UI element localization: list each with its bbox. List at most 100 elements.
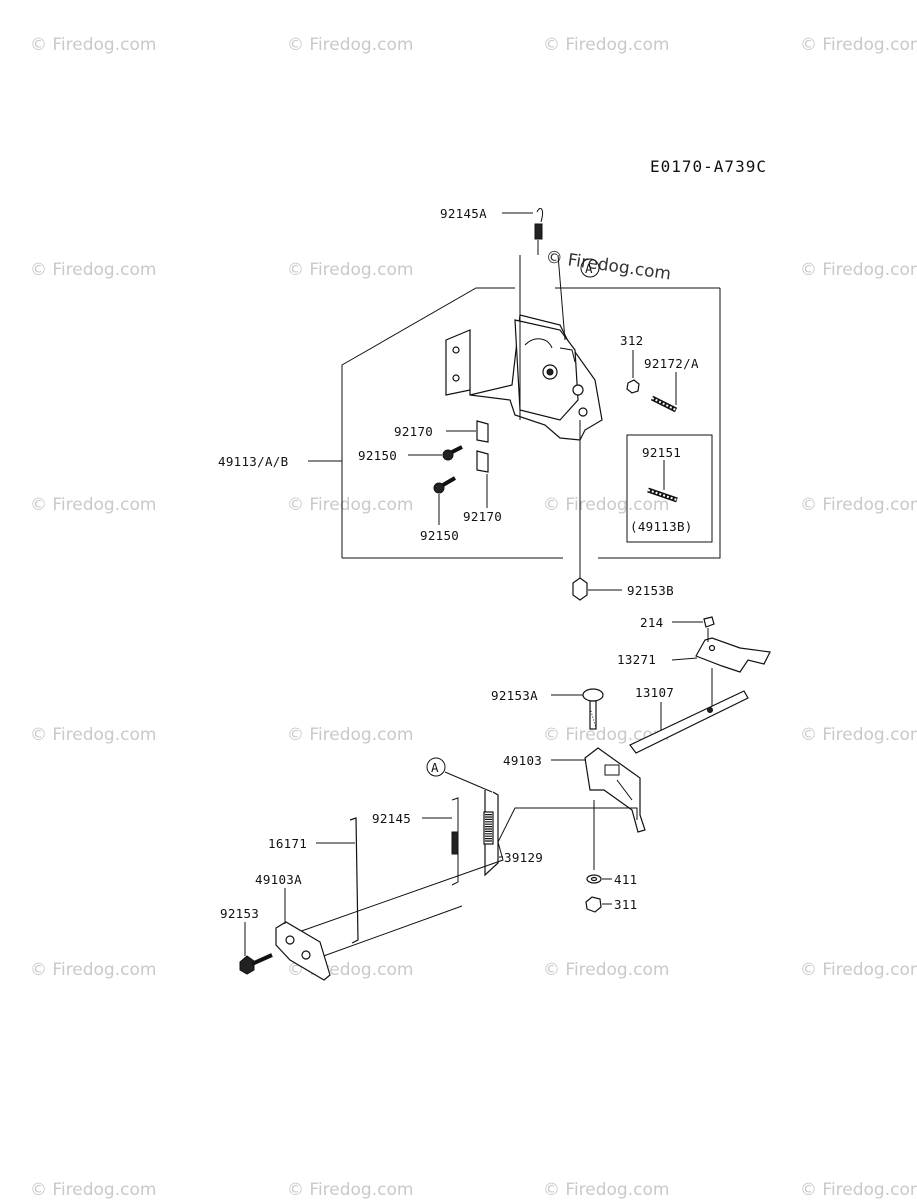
leader-dashed xyxy=(557,254,566,341)
label-92145a: 92145A xyxy=(440,206,487,221)
bracket-lever-edge xyxy=(559,347,576,363)
callout-a-upper-text: A xyxy=(585,261,593,276)
watermark: © Firedog.com xyxy=(287,260,413,280)
callout-a-upper xyxy=(580,258,600,278)
control-bracket-assembly: A xyxy=(341,207,721,601)
bolt-92150-shank xyxy=(451,445,463,454)
label-16171: 16171 xyxy=(268,836,307,851)
bracket-lever-edge xyxy=(524,338,553,349)
label-13107: 13107 xyxy=(635,685,674,700)
watermark: © Firedog.com xyxy=(800,260,917,280)
bolt-92153b xyxy=(572,577,588,601)
label-92150a: 92150 xyxy=(358,448,397,463)
spring-hook xyxy=(536,207,543,223)
lever-hole xyxy=(285,935,295,945)
watermark: © Firedog.com xyxy=(543,725,669,745)
detail-box-92151 xyxy=(626,434,713,543)
label-92153a: 92153A xyxy=(491,688,538,703)
shaft-13107 xyxy=(629,690,749,754)
bolt-92153a-head xyxy=(582,688,604,702)
label-49113ab: 49113/A/B xyxy=(218,454,288,469)
spring-92145-coil-outline xyxy=(483,811,494,845)
lever-hole xyxy=(301,950,311,960)
watermark: © Firedog.com xyxy=(287,495,413,515)
rod-16171 xyxy=(349,817,359,944)
watermark-dark: © Firedog.com xyxy=(544,247,672,284)
shaft-pin xyxy=(707,707,713,713)
leader-lines-lower xyxy=(244,621,703,956)
leader-lines-upper xyxy=(308,212,677,591)
labels-upper: 92145A 312 92172/A 92170 92150 49113/A/B… xyxy=(218,206,699,598)
label-411: 411 xyxy=(614,872,637,887)
label-92145: 92145 xyxy=(372,811,411,826)
clip-92170-upper xyxy=(476,420,489,443)
watermark: © Firedog.com xyxy=(30,495,156,515)
label-92172a: 92172/A xyxy=(644,356,699,371)
label-49103: 49103 xyxy=(503,753,542,768)
plate-13271 xyxy=(695,637,771,673)
diagram-code: E0170-A739C xyxy=(650,157,767,176)
bolt-92153 xyxy=(239,955,255,975)
label-311: 311 xyxy=(614,897,637,912)
watermark: © Firedog.com xyxy=(287,35,413,55)
watermark: © Firedog.com xyxy=(543,495,669,515)
washer-hole xyxy=(590,876,598,882)
watermark: © Firedog.com xyxy=(30,35,156,55)
bolt-92153a-shank xyxy=(589,700,597,730)
watermark-layer: © Firedog.com © Firedog.com © Firedog.co… xyxy=(30,35,917,1200)
frame-line xyxy=(598,288,721,559)
watermark: © Firedog.com xyxy=(287,725,413,745)
bolt-92150-shank xyxy=(441,476,457,487)
spring-coil xyxy=(534,223,543,240)
bracket-hole xyxy=(452,346,460,354)
labels-lower: 214 13271 92153A 13107 49103 92145 16171… xyxy=(220,615,674,921)
callout-leader xyxy=(444,771,493,793)
label-214: 214 xyxy=(640,615,663,630)
watermark: © Firedog.com xyxy=(543,35,669,55)
label-92153: 92153 xyxy=(220,906,259,921)
nut-312 xyxy=(626,379,640,394)
bolt-92150-upper xyxy=(442,449,454,461)
watermark: © Firedog.com xyxy=(800,1180,917,1200)
spring-92145a xyxy=(534,207,543,255)
plate-hole xyxy=(708,644,716,652)
watermark: © Firedog.com xyxy=(30,725,156,745)
connecting-shaft xyxy=(292,807,638,935)
label-39129: 39129 xyxy=(504,850,543,865)
nut-311 xyxy=(585,896,602,913)
bolt-thread xyxy=(589,707,597,729)
watermark: © Firedog.com xyxy=(800,35,917,55)
screw-thread xyxy=(647,489,678,501)
label-92170b: 92170 xyxy=(463,509,502,524)
spring-92145 xyxy=(451,831,459,855)
label-92151: 92151 xyxy=(642,445,681,460)
watermark: © Firedog.com xyxy=(30,960,156,980)
label-49103a: 49103A xyxy=(255,872,302,887)
bolt-92150-lower xyxy=(433,482,445,494)
label-92153b: 92153B xyxy=(627,583,674,598)
callout-a-lower xyxy=(426,757,446,777)
watermark: © Firedog.com xyxy=(800,725,917,745)
bracket-pivot-hub xyxy=(546,368,554,376)
bolt-92153-shank xyxy=(251,953,273,966)
bolt-thread xyxy=(651,397,677,411)
bracket-knob xyxy=(572,384,584,396)
lever-edge xyxy=(616,779,633,801)
watermark: © Firedog.com xyxy=(543,960,669,980)
control-shaft-assembly: A xyxy=(239,616,771,981)
label-49113b: (49113B) xyxy=(630,519,693,534)
bracket-knob xyxy=(578,407,588,417)
label-312: 312 xyxy=(620,333,643,348)
leader-13271 xyxy=(671,657,698,661)
watermark: © Firedog.com xyxy=(800,495,917,515)
screw-214 xyxy=(703,616,715,628)
watermark: © Firedog.com xyxy=(30,1180,156,1200)
callout-a-lower-text: A xyxy=(431,760,439,775)
watermark: © Firedog.com xyxy=(30,260,156,280)
watermark: © Firedog.com xyxy=(800,960,917,980)
watermark: © Firedog.com xyxy=(287,1180,413,1200)
clip-92170-lower xyxy=(476,450,489,473)
watermark: © Firedog.com xyxy=(543,1180,669,1200)
